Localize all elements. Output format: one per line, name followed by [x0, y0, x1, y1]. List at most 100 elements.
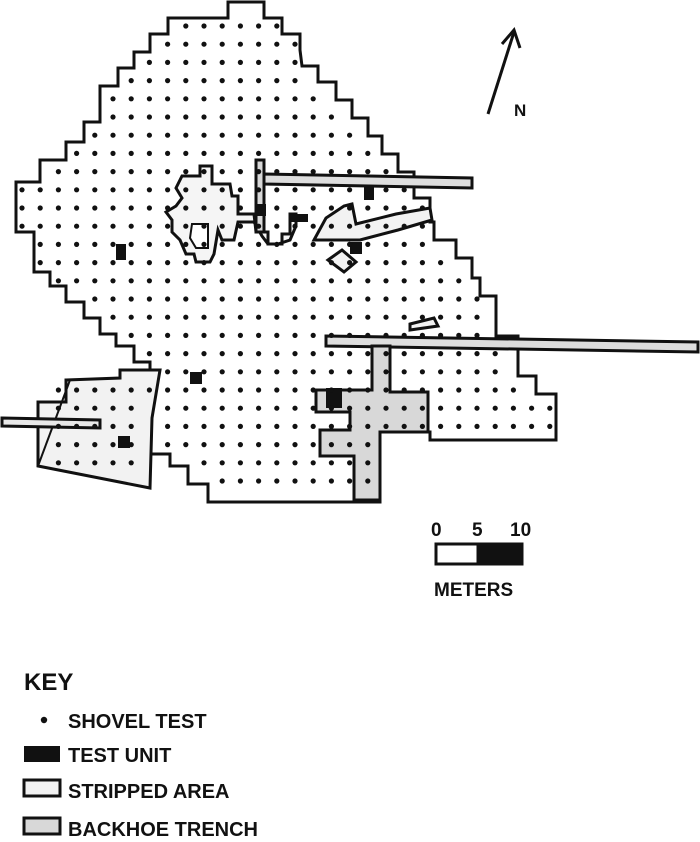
shovel-test — [74, 150, 80, 156]
shovel-test — [165, 387, 171, 393]
shovel-test — [474, 314, 480, 320]
shovel-test — [37, 187, 43, 193]
shovel-test — [237, 169, 243, 175]
shovel-test — [219, 78, 225, 84]
shovel-test — [74, 260, 80, 266]
shovel-test — [347, 332, 353, 338]
shovel-test — [201, 41, 207, 47]
shovel-test — [456, 351, 462, 357]
shovel-test — [383, 296, 389, 302]
shovel-test — [274, 59, 280, 65]
shovel-test — [365, 169, 371, 175]
shovel-test — [201, 223, 207, 229]
shovel-test — [365, 369, 371, 375]
shovel-test — [92, 405, 98, 411]
shovel-test — [256, 150, 262, 156]
shovel-test — [365, 314, 371, 320]
shovel-test — [383, 241, 389, 247]
shovel-test — [365, 442, 371, 448]
shovel-test — [237, 223, 243, 229]
shovel-test — [110, 260, 116, 266]
shovel-test — [92, 296, 98, 302]
shovel-test — [310, 132, 316, 138]
shovel-test — [183, 369, 189, 375]
shovel-test — [328, 442, 334, 448]
shovel-test — [419, 223, 425, 229]
shovel-test — [183, 59, 189, 65]
scale-tick-label-10: 10 — [510, 520, 531, 541]
shovel-test — [274, 332, 280, 338]
shovel-test — [92, 187, 98, 193]
shovel-test — [201, 241, 207, 247]
shovel-test — [92, 260, 98, 266]
shovel-test — [237, 478, 243, 484]
shovel-test — [146, 223, 152, 229]
shovel-test — [256, 405, 262, 411]
shovel-test — [292, 223, 298, 229]
shovel-test — [274, 296, 280, 302]
shovel-test — [383, 423, 389, 429]
shovel-test — [201, 278, 207, 284]
shovel-test — [365, 332, 371, 338]
shovel-test — [146, 169, 152, 175]
shovel-test — [401, 296, 407, 302]
scale-unit-label: METERS — [434, 580, 513, 601]
shovel-test — [438, 296, 444, 302]
shovel-test — [310, 278, 316, 284]
shovel-test — [146, 187, 152, 193]
shovel-test — [183, 314, 189, 320]
shovel-test — [74, 387, 80, 393]
shovel-test — [401, 260, 407, 266]
shovel-test — [419, 405, 425, 411]
shovel-test — [274, 78, 280, 84]
shovel-test — [256, 369, 262, 375]
shovel-test — [328, 423, 334, 429]
shovel-test — [128, 241, 134, 247]
shovel-test — [237, 23, 243, 29]
shovel-test — [219, 260, 225, 266]
shovel-test — [165, 150, 171, 156]
shovel-test — [347, 278, 353, 284]
shovel-test — [401, 369, 407, 375]
shovel-test — [310, 187, 316, 193]
shovel-test — [474, 405, 480, 411]
shovel-test — [274, 423, 280, 429]
shovel-test — [292, 478, 298, 484]
shovel-test — [383, 223, 389, 229]
shovel-test — [165, 296, 171, 302]
shovel-test — [419, 369, 425, 375]
shovel-test — [146, 296, 152, 302]
test-unit — [190, 372, 202, 384]
shovel-test — [110, 442, 116, 448]
shovel-test — [55, 260, 62, 266]
shovel-test — [328, 478, 334, 484]
shovel-test — [310, 478, 316, 484]
shovel-test — [419, 314, 425, 320]
shovel-test — [92, 241, 98, 247]
shovel-test — [383, 260, 389, 266]
stripped-area-small — [408, 316, 441, 332]
shovel-test — [310, 296, 316, 302]
stripped-area-east — [311, 202, 434, 242]
shovel-test — [165, 351, 171, 357]
shovel-test — [401, 223, 407, 229]
shovel-test — [256, 114, 262, 120]
shovel-test — [274, 387, 280, 393]
shovel-test — [438, 387, 444, 393]
shovel-test — [274, 405, 280, 411]
shovel-test — [328, 369, 334, 375]
shovel-test — [510, 405, 516, 411]
shovel-test — [274, 23, 280, 29]
shovel-test — [201, 205, 207, 211]
shovel-test — [110, 387, 116, 393]
key-symbol-stripped-area — [22, 778, 62, 798]
shovel-test — [274, 460, 280, 466]
shovel-test — [237, 260, 243, 266]
shovel-test — [274, 241, 280, 247]
shovel-test — [183, 150, 189, 156]
shovel-test — [74, 223, 80, 229]
shovel-test — [110, 423, 116, 429]
shovel-test — [274, 187, 280, 193]
shovel-test — [128, 423, 134, 429]
shovel-test — [92, 387, 98, 393]
